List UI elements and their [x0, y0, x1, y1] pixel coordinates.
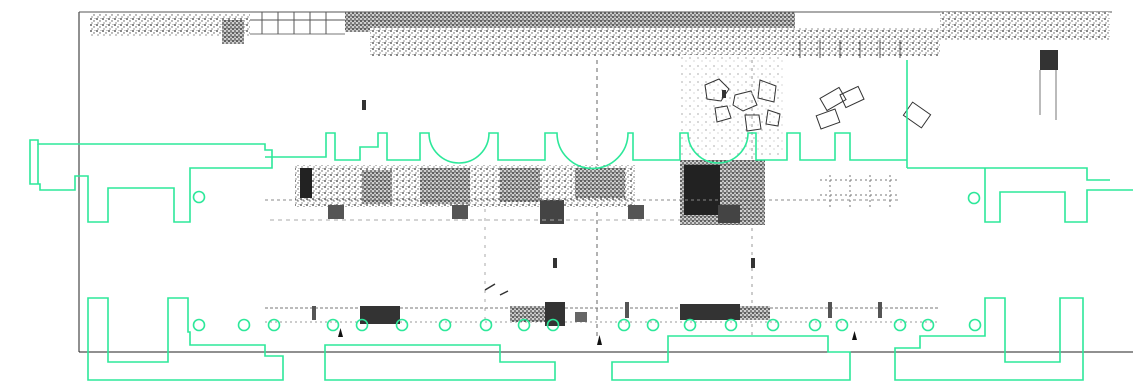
east-annex-outline: [907, 167, 1133, 223]
column-circle: [355, 318, 369, 332]
column-circle: [617, 318, 631, 332]
column-circle: [835, 318, 849, 332]
mid-block-1: [300, 168, 312, 198]
south-far-east-outline: [894, 297, 1084, 381]
bottom-hatch: [485, 284, 508, 295]
south-east-outline: [611, 335, 851, 381]
fallen-block-3: [903, 102, 930, 128]
mid-block-2: [362, 170, 392, 204]
bottom-pier-3: [828, 302, 832, 318]
top-wall-band-lower: [370, 28, 940, 56]
column-circle: [192, 190, 206, 204]
bottom-pier-2: [625, 302, 629, 318]
mid-pier-4: [628, 205, 644, 219]
fallen-block-4: [816, 109, 840, 129]
column-circle: [395, 318, 409, 332]
colonnade-columns: [192, 190, 982, 332]
top-wall-block-right: [1040, 50, 1058, 70]
column-circle: [808, 318, 822, 332]
column-circle: [237, 318, 251, 332]
bottom-pier-1: [312, 306, 316, 320]
bottom-block-6: [575, 312, 587, 322]
bottom-block-1: [360, 306, 400, 324]
bottom-block-4: [680, 304, 740, 320]
column-circle: [766, 318, 780, 332]
mid-block-5: [575, 168, 625, 198]
column-circle: [968, 318, 982, 332]
mid-pier-5: [718, 205, 740, 223]
bottom-block-3: [510, 306, 545, 322]
triangle-marker-icon: [597, 335, 602, 345]
column-circle: [921, 318, 935, 332]
column-circle: [326, 318, 340, 332]
bottom-pier-4: [878, 302, 882, 318]
column-circle: [517, 318, 531, 332]
column-circle: [683, 318, 697, 332]
south-central-outline: [324, 344, 556, 381]
mid-pier-1: [328, 205, 344, 219]
north-wall-outline: [265, 132, 907, 170]
mid-pier-2: [452, 205, 468, 219]
column-circle: [967, 191, 981, 205]
mid-right-grid: [820, 175, 900, 210]
top-wall-band-center: [345, 12, 795, 32]
column-circle: [646, 318, 660, 332]
mid-block-dark: [684, 165, 720, 215]
column-circle: [724, 318, 738, 332]
archaeological-plan-layer: [79, 12, 1133, 352]
triangle-marker-icon: [338, 328, 343, 337]
column-circle: [438, 318, 452, 332]
fallen-block-2: [840, 86, 864, 107]
top-wall-band-left: [90, 14, 250, 36]
column-circle: [893, 318, 907, 332]
column-circle: [479, 318, 493, 332]
west-annex-outline: [29, 139, 273, 223]
top-wall-band-right: [940, 12, 1110, 40]
top-wall-block-left: [222, 20, 244, 44]
reconstruction-outline-layer: [29, 60, 1133, 381]
column-circle: [192, 318, 206, 332]
mid-block-3: [420, 168, 470, 204]
triangle-marker-icon: [852, 331, 857, 340]
column-circle: [267, 318, 281, 332]
bottom-block-5: [740, 306, 770, 320]
survey-marks: [362, 90, 755, 268]
top-fence-posts: [262, 12, 900, 58]
south-range-outline: [87, 297, 284, 381]
mid-block-4: [500, 168, 540, 202]
column-circle: [546, 318, 560, 332]
